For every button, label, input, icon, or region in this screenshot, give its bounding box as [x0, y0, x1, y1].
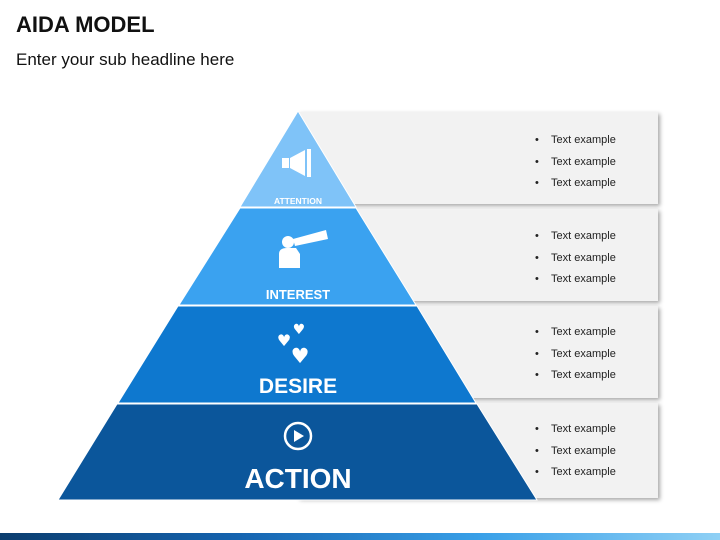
bullet-item: Text example — [535, 269, 616, 291]
bullet-item: Text example — [535, 322, 616, 344]
bullet-item: Text example — [535, 226, 616, 248]
bullet-item: Text example — [535, 173, 616, 195]
tier-action — [57, 403, 538, 501]
bullet-item: Text example — [535, 152, 616, 174]
svg-text:♥: ♥ — [293, 322, 306, 338]
label-action: ACTION — [244, 463, 351, 494]
svg-text:♥: ♥ — [277, 331, 291, 350]
svg-text:♥: ♥ — [291, 344, 310, 368]
bullet-item: Text example — [535, 344, 616, 366]
label-interest: INTEREST — [266, 287, 330, 302]
bullet-item: Text example — [535, 462, 616, 484]
bullet-list: Text example Text example Text example — [535, 130, 616, 195]
footer-bar — [0, 533, 720, 540]
card-attention: Text example Text example Text example — [298, 112, 658, 204]
bullet-item: Text example — [535, 441, 616, 463]
tier-desire — [117, 305, 477, 404]
hearts-icon: ♥ ♥ ♥ — [277, 322, 310, 368]
play-circle-icon — [283, 421, 313, 451]
bullet-list: Text example Text example Text example — [535, 226, 616, 291]
bullet-list: Text example Text example Text example — [535, 322, 616, 387]
label-attention: ATTENTION — [274, 196, 322, 206]
slide-subtitle: Enter your sub headline here — [16, 50, 235, 69]
slide-title: AIDA MODEL — [16, 12, 155, 37]
bullet-item: Text example — [535, 248, 616, 270]
bullet-list: Text example Text example Text example — [535, 419, 616, 484]
telescope-person-icon — [279, 230, 328, 268]
label-desire: DESIRE — [259, 375, 337, 398]
megaphone-icon — [282, 149, 311, 177]
bullet-item: Text example — [535, 365, 616, 387]
bullet-item: Text example — [535, 419, 616, 441]
bullet-item: Text example — [535, 130, 616, 152]
